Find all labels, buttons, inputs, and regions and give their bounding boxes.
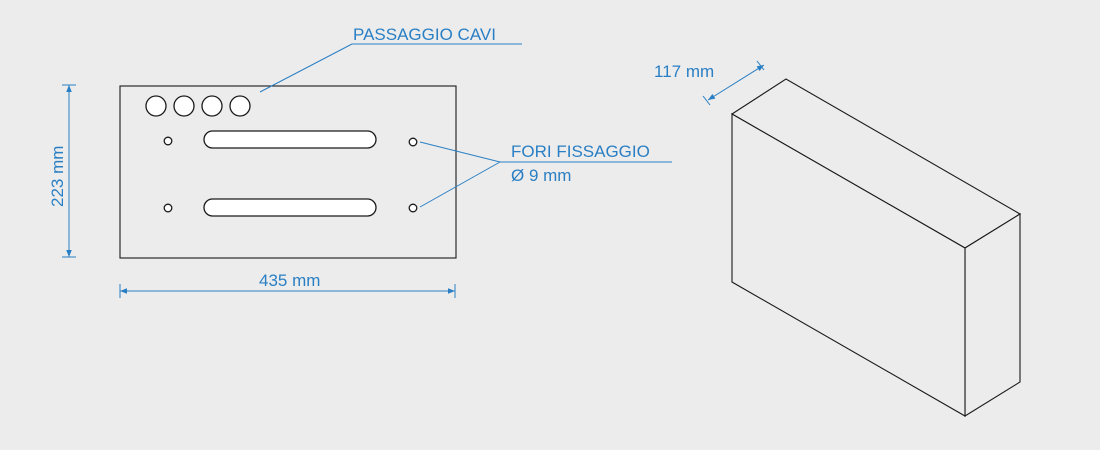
depth-dimension: 117 mm xyxy=(654,60,765,106)
front-view-outline xyxy=(119,85,457,259)
depth-ext-lower xyxy=(702,95,711,106)
width-label: 435 mm xyxy=(259,271,320,290)
iso-side-face xyxy=(964,213,1021,417)
iso-front-face xyxy=(731,113,966,417)
fixing-hole-top-left xyxy=(163,136,173,146)
slot-upper xyxy=(203,130,377,149)
fixing-leader-upper xyxy=(419,141,501,163)
cable-hole-1 xyxy=(145,95,167,117)
fixing-holes-label: FORI FISSAGGIO xyxy=(511,142,650,161)
width-dimension: 435 mm xyxy=(119,271,456,298)
slot-lower xyxy=(203,198,377,217)
cable-hole-3 xyxy=(201,95,223,117)
depth-dim-line xyxy=(707,64,765,101)
cable-passage-label: PASSAGGIO CAVI xyxy=(353,25,496,44)
cable-passage-holes xyxy=(145,95,251,117)
depth-label: 117 mm xyxy=(654,62,714,81)
isometric-view xyxy=(730,78,1022,417)
height-label: 223 mm xyxy=(48,146,67,207)
hole-diameter-label: Ø 9 mm xyxy=(511,166,571,185)
fixing-holes xyxy=(163,136,418,213)
fixing-hole-bottom-left xyxy=(163,203,173,213)
fixing-holes-callout: FORI FISSAGGIO Ø 9 mm xyxy=(419,141,672,208)
fixing-hole-top-right xyxy=(408,137,418,147)
cable-passage-leader xyxy=(259,43,353,93)
fixing-leader-lower xyxy=(419,161,501,208)
cable-hole-2 xyxy=(173,95,195,117)
height-dimension: 223 mm xyxy=(48,84,76,258)
fixing-hole-bottom-right xyxy=(408,203,418,213)
cable-passage-callout: PASSAGGIO CAVI xyxy=(259,25,522,93)
front-view xyxy=(119,85,457,259)
cable-hole-4 xyxy=(229,95,251,117)
